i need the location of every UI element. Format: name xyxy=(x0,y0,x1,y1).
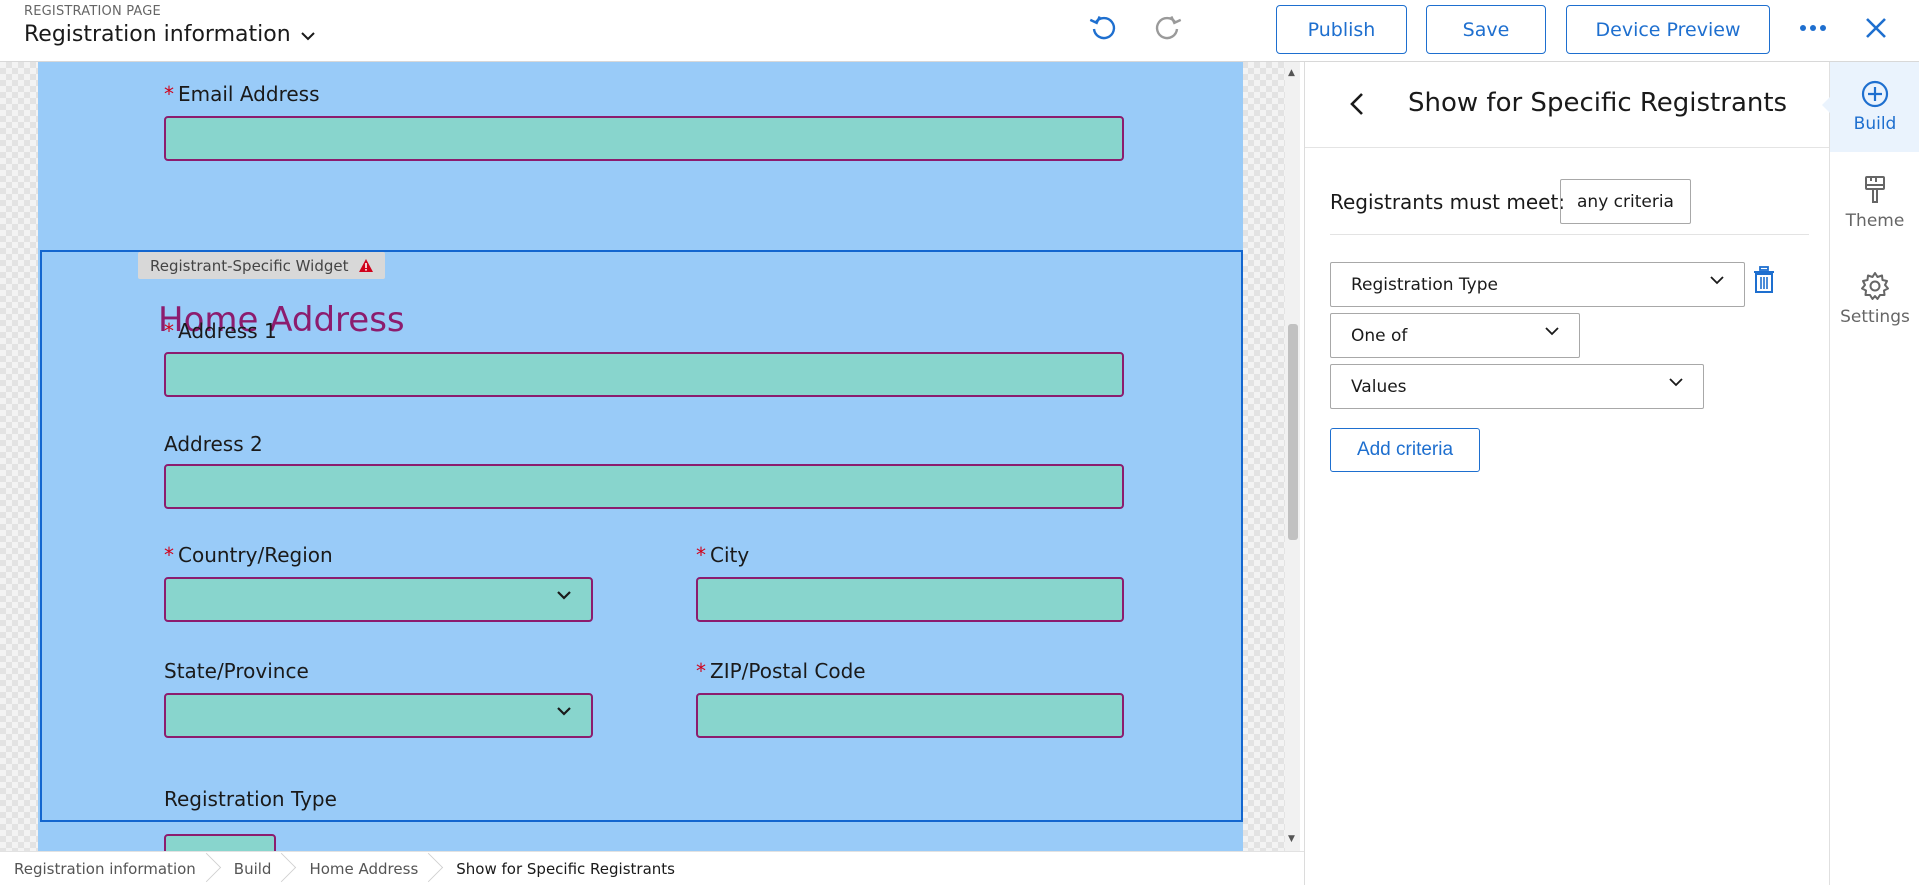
rail-item-theme[interactable]: Theme xyxy=(1830,158,1919,248)
top-bar: REGISTRATION PAGE Registration informati… xyxy=(0,0,1919,62)
properties-panel: Show for Specific Registrants Registrant… xyxy=(1304,62,1830,885)
breadcrumb-item[interactable]: Build xyxy=(220,852,286,886)
warning-icon xyxy=(358,259,373,272)
rail-item-settings[interactable]: Settings xyxy=(1830,254,1919,344)
address2-field[interactable] xyxy=(164,464,1124,509)
meet-label: Registrants must meet: xyxy=(1330,190,1566,214)
chevron-down-icon xyxy=(300,29,315,45)
zip-field[interactable] xyxy=(696,693,1124,738)
editor-canvas: *Email Address Registrant-Specific Widge… xyxy=(0,62,1290,851)
back-arrow-icon[interactable] xyxy=(1345,88,1369,120)
breadcrumb-item[interactable]: Home Address xyxy=(295,852,432,886)
panel-title: Show for Specific Registrants xyxy=(1408,88,1788,118)
canvas-scrollbar[interactable]: ▲ ▼ xyxy=(1285,62,1300,851)
widget-tag: Registrant-Specific Widget xyxy=(138,252,385,279)
chevron-down-icon xyxy=(1710,276,1724,285)
publish-button[interactable]: Publish xyxy=(1276,5,1407,54)
registration-type-field[interactable] xyxy=(164,834,276,851)
country-select[interactable] xyxy=(164,577,593,622)
paint-brush-icon xyxy=(1865,176,1885,203)
address1-label: *Address 1 xyxy=(164,319,277,343)
page-title: Registration information xyxy=(24,22,291,47)
undo-icon[interactable] xyxy=(1087,12,1119,44)
section-title: Home Address xyxy=(158,300,405,340)
rail-item-build[interactable]: Build xyxy=(1822,62,1919,152)
zip-label: *ZIP/Postal Code xyxy=(696,659,866,683)
redo-icon[interactable] xyxy=(1152,12,1184,44)
address2-label: Address 2 xyxy=(164,432,263,456)
address1-field[interactable] xyxy=(164,352,1124,397)
divider xyxy=(1330,234,1809,235)
plus-circle-icon xyxy=(1861,80,1889,108)
chevron-down-icon xyxy=(557,591,571,600)
page-title-dropdown[interactable]: Registration information xyxy=(24,22,315,47)
close-icon[interactable] xyxy=(1860,12,1892,44)
criteria-values-select[interactable]: Values xyxy=(1330,364,1704,409)
chevron-down-icon xyxy=(1669,378,1683,387)
breadcrumb: Registration information Build Home Addr… xyxy=(0,851,1304,885)
registrant-specific-widget[interactable] xyxy=(40,250,1243,822)
chevron-down-icon xyxy=(557,707,571,716)
device-preview-button[interactable]: Device Preview xyxy=(1566,5,1770,54)
breadcrumb-item[interactable]: Registration information xyxy=(0,852,210,886)
registration-type-label: Registration Type xyxy=(164,787,337,811)
save-button[interactable]: Save xyxy=(1426,5,1546,54)
panel-header: Show for Specific Registrants xyxy=(1305,62,1830,148)
country-label: *Country/Region xyxy=(164,543,333,567)
breadcrumb-item-current: Show for Specific Registrants xyxy=(456,859,675,878)
right-rail: Build Theme Settings xyxy=(1822,62,1919,885)
email-field[interactable] xyxy=(164,116,1124,161)
scrollbar-thumb[interactable] xyxy=(1288,324,1298,540)
criteria-operator-select[interactable]: One of xyxy=(1330,313,1580,358)
scroll-down-icon[interactable]: ▼ xyxy=(1288,834,1295,844)
scroll-up-icon[interactable]: ▲ xyxy=(1288,68,1295,78)
city-field[interactable] xyxy=(696,577,1124,622)
gear-icon xyxy=(1861,272,1889,300)
city-label: *City xyxy=(696,543,750,567)
add-criteria-button[interactable]: Add criteria xyxy=(1330,428,1480,472)
state-select[interactable] xyxy=(164,693,593,738)
trash-icon[interactable] xyxy=(1751,266,1777,294)
page-kicker: REGISTRATION PAGE xyxy=(24,4,161,19)
more-options-icon[interactable] xyxy=(1797,12,1829,44)
email-label: *Email Address xyxy=(164,82,320,106)
chevron-down-icon xyxy=(1545,327,1559,336)
criteria-field-select[interactable]: Registration Type xyxy=(1330,262,1745,307)
state-label: State/Province xyxy=(164,659,309,683)
meet-criteria-select[interactable]: any criteria xyxy=(1560,179,1691,224)
